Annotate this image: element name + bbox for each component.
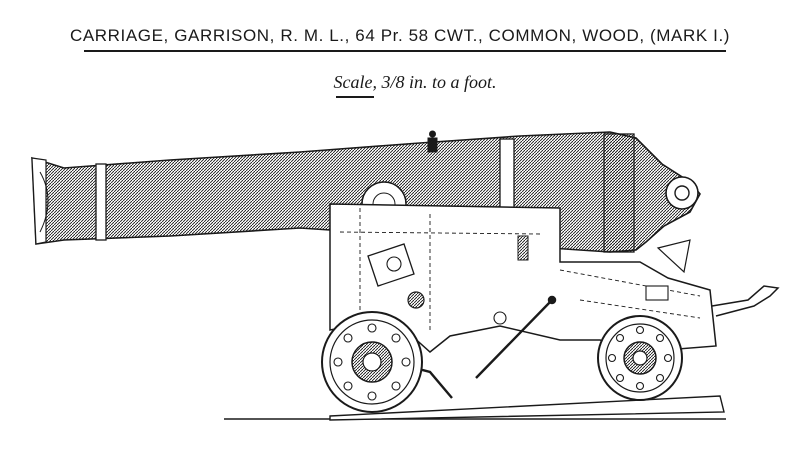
scale-underline: [336, 96, 374, 98]
elevating-screw-icon: [407, 291, 425, 309]
ground-platform: [224, 395, 726, 421]
handspike-handle: [711, 285, 780, 317]
front-truck-wheel: [321, 311, 423, 413]
muzzle-band: [95, 163, 107, 241]
carriage-cheek: [329, 203, 780, 399]
scale-note: Scale, 3/8 in. to a foot.: [333, 72, 497, 92]
sight-icon: [427, 130, 438, 153]
rear-truck-wheel: [597, 315, 683, 401]
title-underline: [84, 50, 726, 52]
drawing-title: CARRIAGE, GARRISON, R. M. L., 64 Pr. 58 …: [69, 26, 731, 45]
